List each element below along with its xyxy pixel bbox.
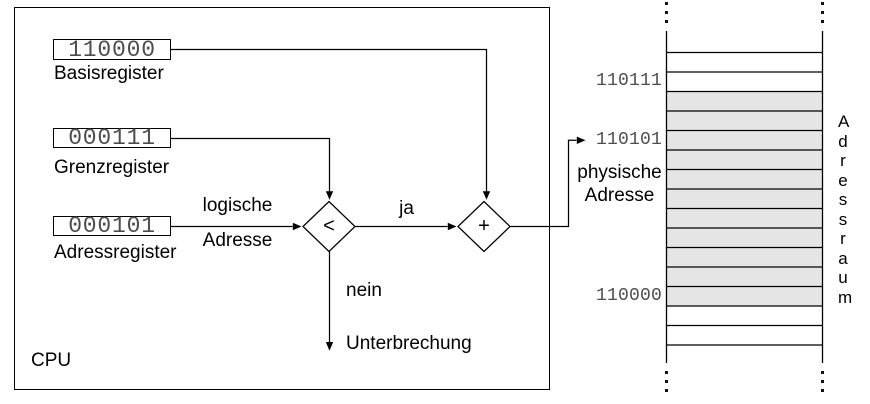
allocated-segment xyxy=(666,91,823,306)
yes-label: ja xyxy=(399,198,414,219)
memory-address-label-base: 110000 xyxy=(595,285,662,306)
adder-diamond xyxy=(457,200,511,253)
ellipsis-dot-icon xyxy=(821,20,824,23)
adress-register-label: Adressregister xyxy=(54,242,177,263)
grenz-register-label: Grenzregister xyxy=(54,157,170,178)
basis-register-label: Basisregister xyxy=(54,63,164,84)
arrowhead-right-icon xyxy=(292,222,302,231)
ellipsis-dot-icon xyxy=(665,2,668,5)
grenz-register-value: 000111 xyxy=(68,125,156,151)
logical-address-label-line2: Adresse xyxy=(202,230,273,251)
ellipsis-dot-icon xyxy=(665,371,668,374)
grenz-register-box: 000111 xyxy=(53,125,171,151)
interrupt-label: Unterbrechung xyxy=(346,333,472,354)
adder-symbol: + xyxy=(478,214,490,237)
basis-register-box: 110000 xyxy=(53,36,171,63)
ellipsis-dot-icon xyxy=(665,380,668,383)
cpu-box xyxy=(14,7,550,390)
comparator-diamond xyxy=(302,200,356,253)
ellipsis-dot-icon xyxy=(821,371,824,374)
memory-address-label-physical: 110101 xyxy=(595,130,662,151)
adress-register-value: 000101 xyxy=(68,213,156,239)
ellipsis-dot-icon xyxy=(821,2,824,5)
arrowhead-down-icon xyxy=(325,191,334,200)
ellipsis-dot-icon xyxy=(821,11,824,14)
logical-address-label-line1: logische xyxy=(202,195,273,216)
comparator-symbol: < xyxy=(323,214,335,237)
basis-wire xyxy=(170,48,488,192)
no-label: nein xyxy=(346,280,382,301)
physical-address-label-line1: physische xyxy=(577,162,662,183)
basis-register-value: 110000 xyxy=(68,36,156,63)
ellipsis-dot-icon xyxy=(665,11,668,14)
ellipsis-dot-icon xyxy=(665,20,668,23)
memory-grid xyxy=(665,2,824,392)
physical-address-label-line2: Adresse xyxy=(584,185,655,206)
arrowhead-down-icon xyxy=(482,191,491,200)
cpu-label: CPU xyxy=(31,350,72,371)
physical-address-wire xyxy=(510,139,577,228)
ellipsis-dot-icon xyxy=(821,389,824,392)
address-space-label: Adressraum xyxy=(838,112,853,307)
ellipsis-dot-icon xyxy=(821,380,824,383)
arrowhead-down-icon xyxy=(325,342,334,351)
grenz-wire xyxy=(170,137,331,192)
ellipsis-dot-icon xyxy=(665,389,668,392)
adress-register-box: 000101 xyxy=(53,213,171,239)
arrowhead-right-icon xyxy=(447,222,457,231)
arrowhead-right-icon xyxy=(576,136,586,144)
memory-address-label-limit: 110111 xyxy=(595,71,662,92)
